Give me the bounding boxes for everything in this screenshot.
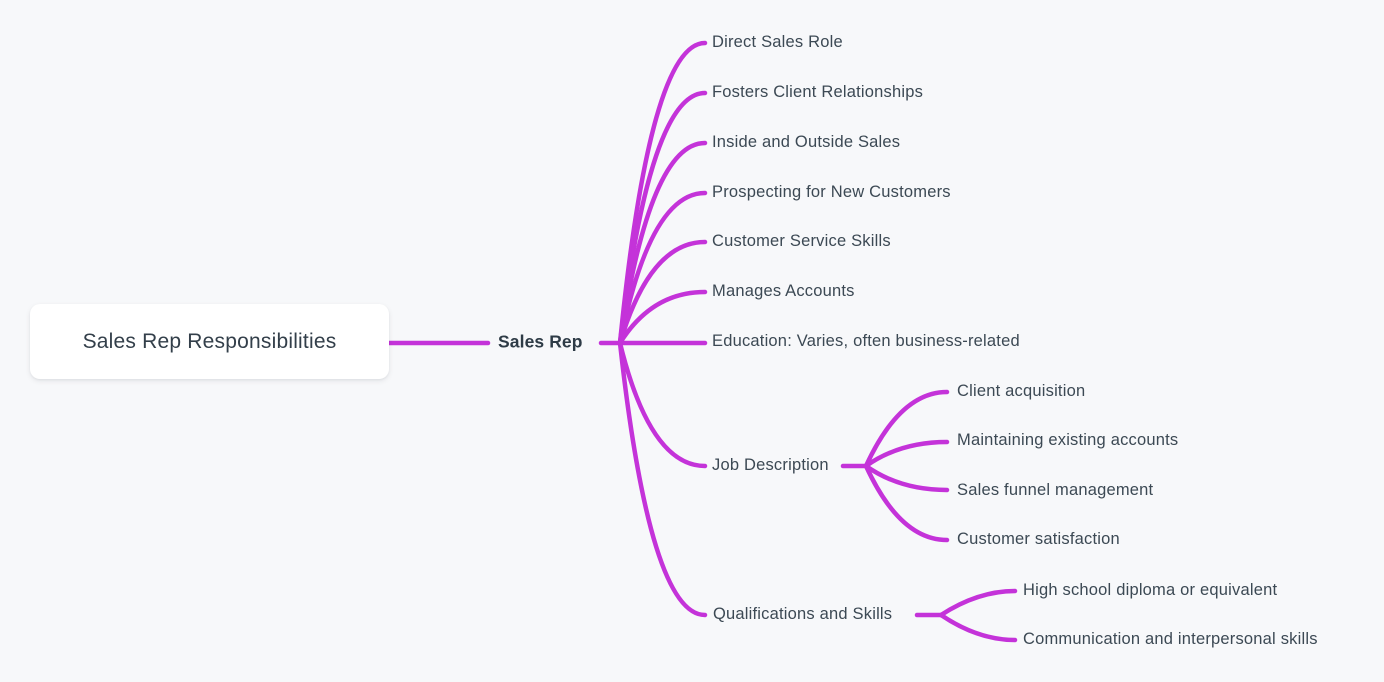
node-job-description[interactable]: Job Description — [712, 456, 829, 475]
edge-customer-satisfaction — [863, 463, 950, 543]
node-high-school-diploma[interactable]: High school diploma or equivalent — [1023, 581, 1278, 600]
node-inside-and-outside-sales[interactable]: Inside and Outside Sales — [712, 133, 901, 152]
node-sales-rep[interactable]: Sales Rep — [498, 331, 583, 352]
node-customer-service-skills[interactable]: Customer Service Skills — [712, 232, 891, 251]
edge-customer-service-skills — [617, 239, 708, 346]
node-maintaining-existing-accounts[interactable]: Maintaining existing accounts — [957, 431, 1179, 450]
edge-communication-skills — [938, 612, 1018, 643]
node-sales-funnel-management[interactable]: Sales funnel management — [957, 481, 1154, 500]
edge-qualifications-and-skills — [617, 340, 708, 618]
root-node-label: Sales Rep Responsibilities — [82, 329, 337, 353]
edge-high-school-diploma — [938, 588, 1018, 618]
node-manages-accounts[interactable]: Manages Accounts — [712, 282, 855, 301]
node-prospecting-for-new-customers[interactable]: Prospecting for New Customers — [712, 183, 951, 202]
node-communication-skills[interactable]: Communication and interpersonal skills — [1023, 630, 1318, 649]
node-fosters-client-relationships[interactable]: Fosters Client Relationships — [712, 83, 924, 102]
node-qualifications-and-skills[interactable]: Qualifications and Skills — [713, 605, 893, 624]
edge-maintaining-existing-accounts — [863, 439, 950, 469]
edge-manages-accounts — [617, 289, 708, 346]
edge-client-acquisition — [863, 389, 950, 469]
root-node[interactable]: Sales Rep Responsibilities — [30, 304, 389, 379]
edge-fosters-client-relationships — [617, 90, 708, 346]
edge-prospecting-for-new-customers — [617, 190, 708, 346]
node-direct-sales-role[interactable]: Direct Sales Role — [712, 33, 843, 52]
edge-job-description — [617, 340, 708, 469]
edge-sales-funnel-management — [863, 463, 950, 493]
edge-inside-and-outside-sales — [617, 140, 708, 346]
node-customer-satisfaction[interactable]: Customer satisfaction — [957, 530, 1120, 549]
node-education[interactable]: Education: Varies, often business-relate… — [712, 332, 1020, 351]
node-client-acquisition[interactable]: Client acquisition — [957, 382, 1086, 401]
